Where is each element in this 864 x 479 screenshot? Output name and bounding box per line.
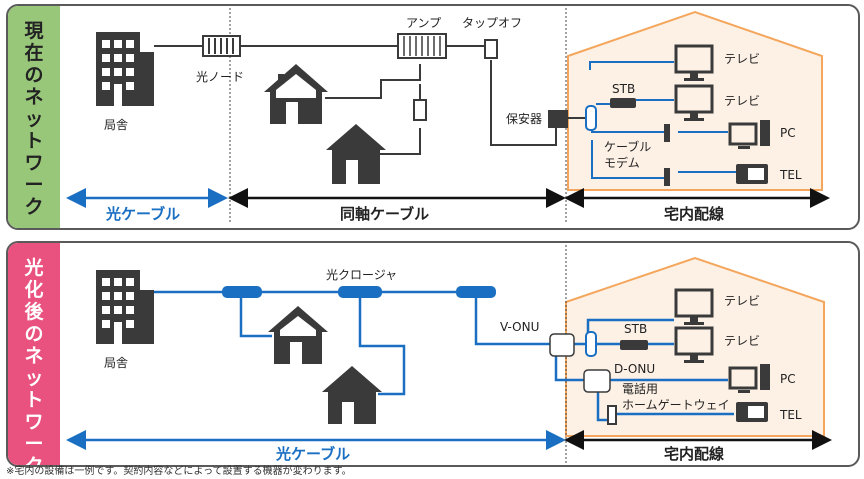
- optical-closure-icon: [222, 286, 496, 298]
- stb-label-2: STB: [624, 322, 648, 336]
- tv-label-1: テレビ: [724, 52, 761, 66]
- splitter-icon-2: [585, 331, 597, 357]
- stb-icon-2: [620, 340, 648, 350]
- after-network-title: 光化後のネットワーク: [24, 257, 44, 467]
- home-gateway-icon: [607, 405, 617, 425]
- tv-label-2: テレビ: [724, 94, 761, 108]
- cable-modem-label-1: ケーブル: [604, 140, 652, 154]
- current-home-lines: [589, 61, 736, 179]
- cable-modem-icon: [664, 124, 670, 186]
- segment-fiber-label-2: 光ケーブル: [276, 445, 351, 463]
- v-onu-label: V-ONU: [500, 320, 540, 334]
- current-coax-lines: [154, 45, 590, 155]
- office-building-icon-2: [96, 270, 154, 344]
- tapoff-label: タップオフ: [462, 16, 523, 30]
- telephone-icon-2: [736, 402, 768, 422]
- stb-label: STB: [612, 82, 636, 96]
- tv-label-3: テレビ: [724, 294, 761, 308]
- current-network-title: 現在のネットワーク: [24, 20, 44, 218]
- pc-icon-2: [728, 364, 770, 393]
- optical-node-icon: [202, 35, 241, 57]
- protector-icon: [548, 110, 568, 128]
- office-building-icon: [96, 32, 154, 106]
- stb-icon: [610, 98, 636, 108]
- d-onu-icon: [583, 369, 611, 393]
- tel-label-2: TEL: [780, 408, 802, 422]
- footnote: ※宅内の設備は一例です。契約内容などによって設置する機器が変わります。: [6, 466, 352, 477]
- tapoff-icon: [413, 39, 498, 121]
- v-onu-icon: [549, 333, 575, 357]
- telephone-icon: [736, 164, 768, 184]
- segment-home-label-2: 宅内配線: [664, 445, 725, 463]
- gateway-label-2: ホームゲートウェイ: [622, 398, 730, 412]
- segment-home-label: 宅内配線: [664, 205, 725, 223]
- amp-icon: [397, 33, 447, 59]
- segment-coax-label: 同軸ケーブル: [340, 205, 430, 223]
- tv-label-4: テレビ: [724, 334, 761, 348]
- segment-fiber-label: 光ケーブル: [106, 205, 181, 223]
- amp-label: アンプ: [406, 16, 442, 30]
- current-network-side-band: 現在のネットワーク: [8, 6, 60, 228]
- house-icon: [264, 64, 386, 184]
- gateway-label-1: 電話用: [622, 382, 659, 396]
- optical-node-label: 光ノード: [196, 70, 245, 84]
- office-label: 局舎: [104, 118, 129, 132]
- office-label-2: 局舎: [104, 356, 129, 370]
- after-network-side-band: 光化後のネットワーク: [8, 243, 60, 465]
- splitter-icon: [585, 105, 597, 131]
- house-icon-2: [268, 306, 382, 424]
- closure-label: 光クロージャ: [326, 268, 398, 282]
- current-home-area: [567, 10, 823, 191]
- protector-label: 保安器: [506, 112, 543, 126]
- tel-label: TEL: [780, 168, 802, 182]
- pc-label: PC: [780, 126, 796, 140]
- pc-icon: [728, 120, 770, 149]
- pc-label-2: PC: [780, 372, 796, 386]
- d-onu-label: D-ONU: [614, 362, 656, 376]
- cable-modem-label-2: モデム: [604, 156, 640, 170]
